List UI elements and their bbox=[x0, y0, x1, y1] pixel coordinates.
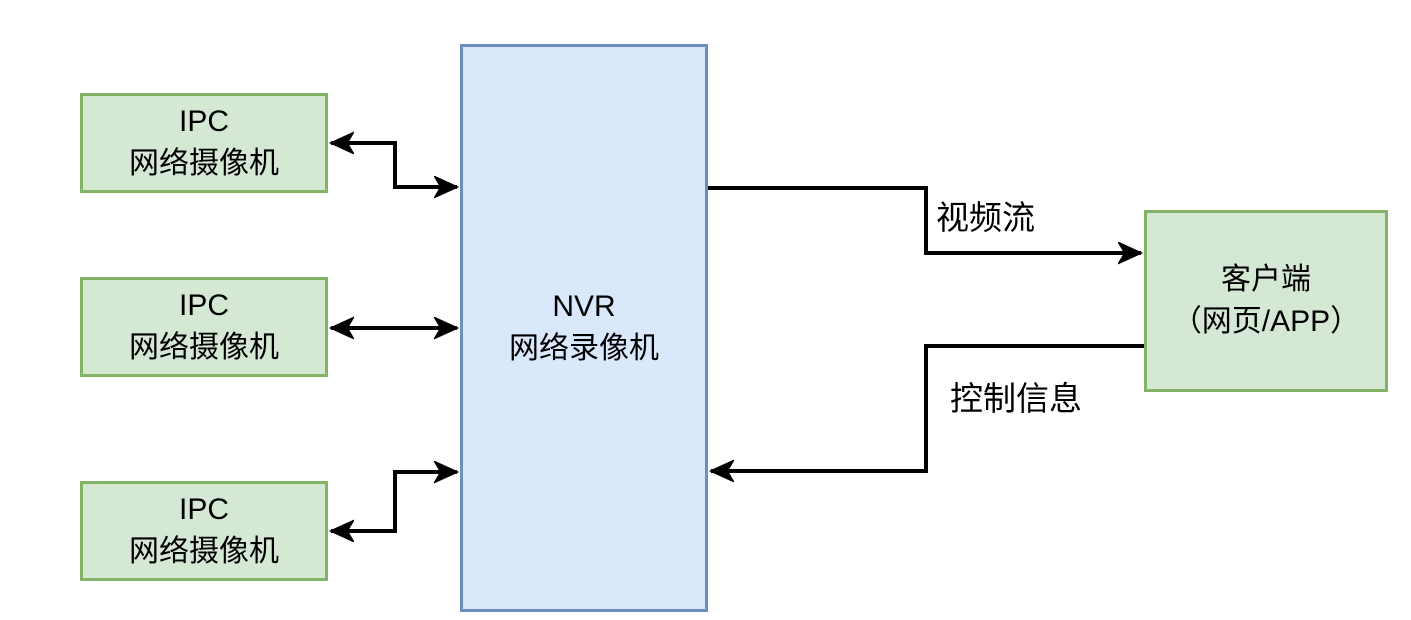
node-label-line: 网络摄像机 bbox=[129, 147, 279, 180]
edge-video-stream bbox=[708, 186, 1141, 253]
node-client: 客户端 （网页/APP） bbox=[1144, 210, 1388, 392]
node-label-line: （网页/APP） bbox=[1171, 305, 1361, 338]
node-ipc-camera-3: IPC 网络摄像机 bbox=[80, 481, 328, 581]
edge-ipc3-nvr bbox=[331, 472, 457, 531]
node-label-line: 网络摄像机 bbox=[129, 331, 279, 364]
node-label-line: IPC bbox=[178, 493, 229, 526]
edge-control-info bbox=[711, 344, 1144, 471]
node-label-line: 网络摄像机 bbox=[129, 535, 279, 568]
node-label-line: IPC bbox=[178, 289, 229, 322]
node-label-line: NVR bbox=[552, 290, 616, 323]
node-label-line: 网络录像机 bbox=[509, 332, 659, 365]
control-info-label: 控制信息 bbox=[950, 380, 1082, 417]
edge-ipc1-nvr bbox=[331, 143, 457, 187]
node-ipc-camera-1: IPC 网络摄像机 bbox=[80, 93, 328, 193]
node-nvr: NVR 网络录像机 bbox=[460, 44, 708, 612]
node-label-line: IPC bbox=[178, 105, 229, 138]
video-stream-label: 视频流 bbox=[936, 199, 1035, 236]
node-label-line: 客户端 bbox=[1221, 263, 1311, 296]
node-ipc-camera-2: IPC 网络摄像机 bbox=[80, 277, 328, 377]
